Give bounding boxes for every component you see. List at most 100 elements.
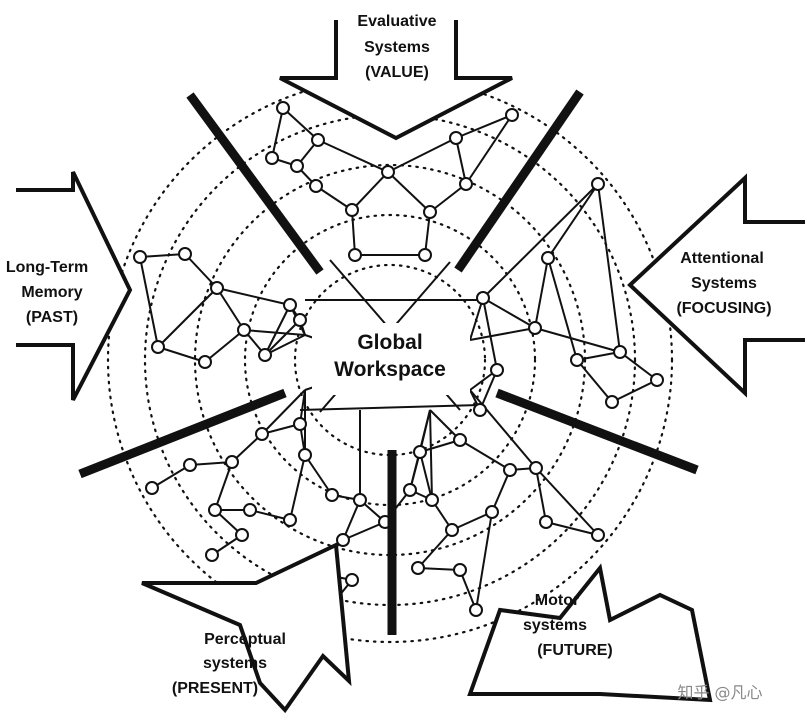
network-edge bbox=[387, 171, 431, 213]
perceptual-label-line2: systems bbox=[203, 655, 267, 672]
network-node bbox=[613, 345, 627, 359]
arrow-long-term-memory bbox=[16, 171, 133, 401]
network-node bbox=[473, 403, 487, 417]
network-edge bbox=[157, 287, 218, 348]
evaluative-label-line3: (VALUE) bbox=[365, 64, 429, 81]
network-node bbox=[145, 481, 159, 495]
network-node bbox=[591, 177, 605, 191]
network-node bbox=[591, 528, 605, 542]
network-edge bbox=[534, 257, 549, 329]
network-node bbox=[541, 251, 555, 265]
network-node bbox=[345, 203, 359, 217]
dotted-ring-2 bbox=[243, 213, 537, 507]
network-edge bbox=[189, 461, 233, 466]
network-node bbox=[237, 323, 251, 337]
network-edge bbox=[342, 499, 361, 541]
network-edge bbox=[545, 521, 599, 536]
network-node bbox=[293, 417, 307, 431]
separator-bar-upper-left bbox=[186, 92, 324, 275]
network-edge bbox=[304, 454, 333, 496]
workspace-link bbox=[264, 334, 306, 356]
network-edge bbox=[459, 439, 511, 471]
attentional-label-line3: (FOCUSING) bbox=[676, 300, 771, 317]
attentional-label-line2: Systems bbox=[691, 275, 757, 292]
network-node bbox=[490, 363, 504, 377]
network-node bbox=[345, 573, 359, 587]
network-node bbox=[293, 313, 307, 327]
network-node bbox=[235, 528, 249, 542]
network-edge bbox=[482, 297, 498, 371]
network-node bbox=[348, 248, 362, 262]
network-node bbox=[423, 205, 437, 219]
long-term-memory-label-line1: Long-Term bbox=[6, 259, 88, 276]
network-edge bbox=[576, 351, 621, 361]
network-node bbox=[485, 505, 499, 519]
separator-bar-upper-right bbox=[454, 89, 584, 273]
workspace-link bbox=[243, 329, 306, 336]
network-edge bbox=[419, 451, 433, 501]
long-term-memory-label-line3: (PAST) bbox=[26, 309, 78, 326]
network-node bbox=[605, 395, 619, 409]
network-node bbox=[353, 493, 367, 507]
network-edge bbox=[139, 253, 186, 258]
network-edge bbox=[151, 464, 191, 489]
network-edge bbox=[351, 209, 356, 256]
separator-bars bbox=[78, 89, 699, 635]
network-node bbox=[243, 503, 257, 517]
network-edge bbox=[535, 467, 599, 536]
network-node bbox=[210, 281, 224, 295]
attentional-label-line1: Attentional bbox=[680, 250, 764, 267]
network-edge bbox=[315, 185, 353, 211]
perceptual-label-line1: Perceptual bbox=[204, 631, 286, 648]
network-node bbox=[453, 433, 467, 447]
network-edge bbox=[535, 467, 547, 523]
global-workspace-label-line2: Workspace bbox=[334, 358, 446, 381]
network-edge bbox=[271, 107, 284, 159]
network-node bbox=[309, 179, 323, 193]
workspace-link bbox=[469, 297, 484, 341]
network-edge bbox=[547, 257, 578, 361]
network-node bbox=[178, 247, 192, 261]
perceptual-label-line3: (PRESENT) bbox=[172, 680, 258, 697]
network-node bbox=[183, 458, 197, 472]
network-node bbox=[469, 603, 483, 617]
network-edge bbox=[216, 287, 245, 331]
network-node bbox=[459, 177, 473, 191]
motor-label-line1: Motor bbox=[535, 592, 579, 609]
network-edge bbox=[455, 137, 467, 185]
network-node bbox=[225, 455, 239, 469]
arrow-perceptual bbox=[141, 541, 352, 714]
network-edge bbox=[214, 461, 233, 511]
network-edge bbox=[387, 137, 457, 173]
network-node bbox=[283, 513, 297, 527]
network-edge bbox=[184, 253, 218, 289]
separator-bar-left bbox=[78, 388, 287, 479]
network-edge bbox=[576, 359, 613, 403]
dotted-ring-3 bbox=[193, 163, 587, 557]
global-workspace-box bbox=[312, 323, 470, 395]
workspace-link bbox=[299, 404, 481, 411]
network-edge bbox=[417, 529, 453, 569]
workspace-link bbox=[469, 327, 536, 341]
network-node bbox=[283, 298, 297, 312]
network-node bbox=[265, 151, 279, 165]
network-edge bbox=[282, 107, 319, 141]
network-edge bbox=[465, 114, 513, 185]
workspace-link bbox=[469, 389, 537, 469]
network-edge bbox=[479, 369, 498, 411]
network-edge bbox=[597, 183, 621, 353]
network-edge bbox=[204, 329, 245, 363]
network-node bbox=[449, 131, 463, 145]
network-node bbox=[529, 461, 543, 475]
network-node bbox=[476, 291, 490, 305]
network-edge bbox=[157, 346, 206, 363]
network-edge bbox=[475, 511, 493, 611]
network-edge bbox=[424, 211, 431, 256]
arrow-evaluative bbox=[279, 20, 513, 141]
network-edge bbox=[264, 304, 291, 356]
network-edge bbox=[216, 287, 291, 306]
network-node bbox=[570, 353, 584, 367]
network-edge bbox=[491, 469, 511, 513]
arrow-motor bbox=[467, 563, 713, 703]
network-edge bbox=[317, 139, 389, 173]
